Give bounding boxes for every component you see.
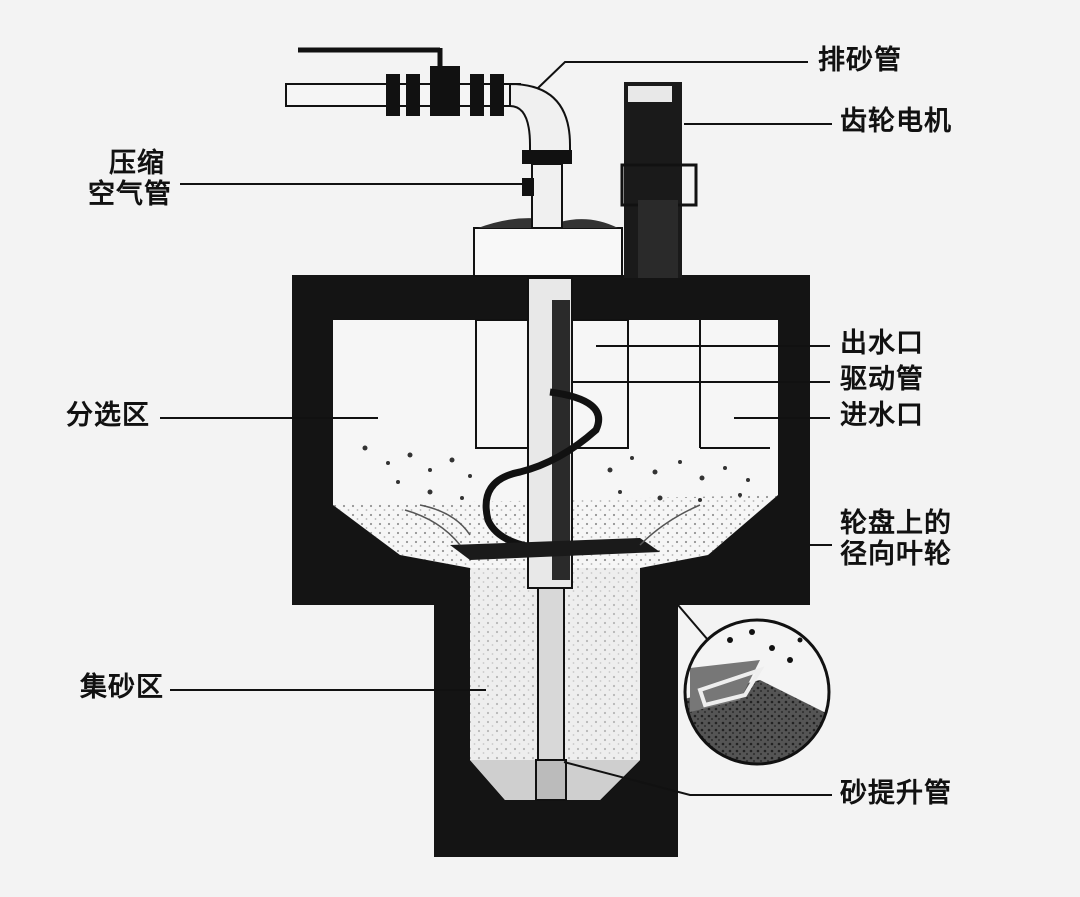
label-compressed-air-line2: 空气管 — [88, 179, 172, 211]
impeller-disc — [450, 538, 660, 560]
pipe-vertical-top — [531, 163, 563, 229]
drive-tube-shadow — [552, 300, 570, 580]
zoom-callout-border — [683, 618, 831, 766]
leader-sand-lift — [563, 761, 832, 796]
label-compressed-air-pipe: 压缩 空气管 — [88, 148, 172, 210]
pipe-valve — [430, 66, 460, 116]
motor-bracket — [620, 163, 698, 207]
helical-flow — [482, 388, 603, 554]
pipe-flange-3 — [470, 74, 484, 116]
air-inlet-nozzle — [522, 178, 534, 196]
particles — [362, 445, 750, 502]
motor-cap — [628, 86, 672, 102]
flow-arc-left-2 — [419, 504, 471, 536]
label-sand-collection-zone: 集砂区 — [80, 672, 164, 703]
zoom-connector — [677, 604, 709, 641]
label-compressed-air-line1: 压缩 — [109, 148, 165, 179]
label-sand-lift-pipe: 砂提升管 — [840, 778, 952, 809]
top-housing — [473, 227, 623, 277]
discharge-pipe-elbow — [509, 82, 571, 161]
flow-arc-left — [404, 509, 461, 546]
motor-shaft-housing — [638, 200, 678, 278]
pipe-coupling — [522, 150, 572, 164]
label-radial-impeller-line1: 轮盘上的 — [840, 508, 952, 539]
pipe-flange-2 — [406, 74, 420, 116]
leader-lines — [160, 61, 832, 796]
label-drive-tube: 驱动管 — [840, 364, 924, 395]
label-inlet: 进水口 — [840, 400, 924, 431]
pipe-flange-1 — [386, 74, 400, 116]
label-radial-impeller-line2: 径向叶轮 — [840, 539, 952, 571]
leader-sand-discharge — [537, 61, 808, 89]
label-sand-discharge-pipe: 排砂管 — [818, 45, 902, 76]
label-outlet: 出水口 — [840, 328, 924, 359]
label-separation-zone: 分选区 — [66, 400, 150, 431]
discharge-pipe-horizontal — [285, 83, 521, 107]
lift-pipe-mouth — [535, 759, 567, 801]
flow-arc-right — [639, 504, 701, 546]
pipe-flange-4 — [490, 74, 504, 116]
label-gear-motor: 齿轮电机 — [840, 106, 952, 137]
label-radial-impeller: 轮盘上的 径向叶轮 — [840, 508, 952, 570]
